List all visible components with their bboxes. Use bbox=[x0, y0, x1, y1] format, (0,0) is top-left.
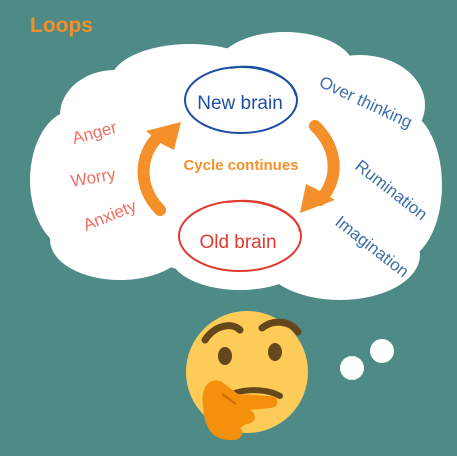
cycle-arrow-up bbox=[137, 122, 181, 216]
cycle-arrow-down bbox=[300, 120, 340, 213]
thought-bubble-dot-small bbox=[370, 339, 394, 363]
thought-bubble-dot-large bbox=[340, 356, 364, 380]
new-brain-node: New brain bbox=[184, 65, 298, 134]
cycle-continues-label: Cycle continues bbox=[183, 157, 298, 174]
thought-cloud bbox=[30, 32, 442, 300]
old-brain-circle-overlap bbox=[227, 199, 301, 233]
new-brain-circle-overlap bbox=[229, 65, 297, 97]
old-brain-label: Old brain bbox=[199, 232, 276, 253]
new-brain-label: New brain bbox=[197, 93, 283, 114]
page-title: Loops bbox=[30, 14, 93, 37]
old-brain-node: Old brain bbox=[178, 199, 302, 272]
thinking-face-emoji bbox=[186, 311, 308, 441]
